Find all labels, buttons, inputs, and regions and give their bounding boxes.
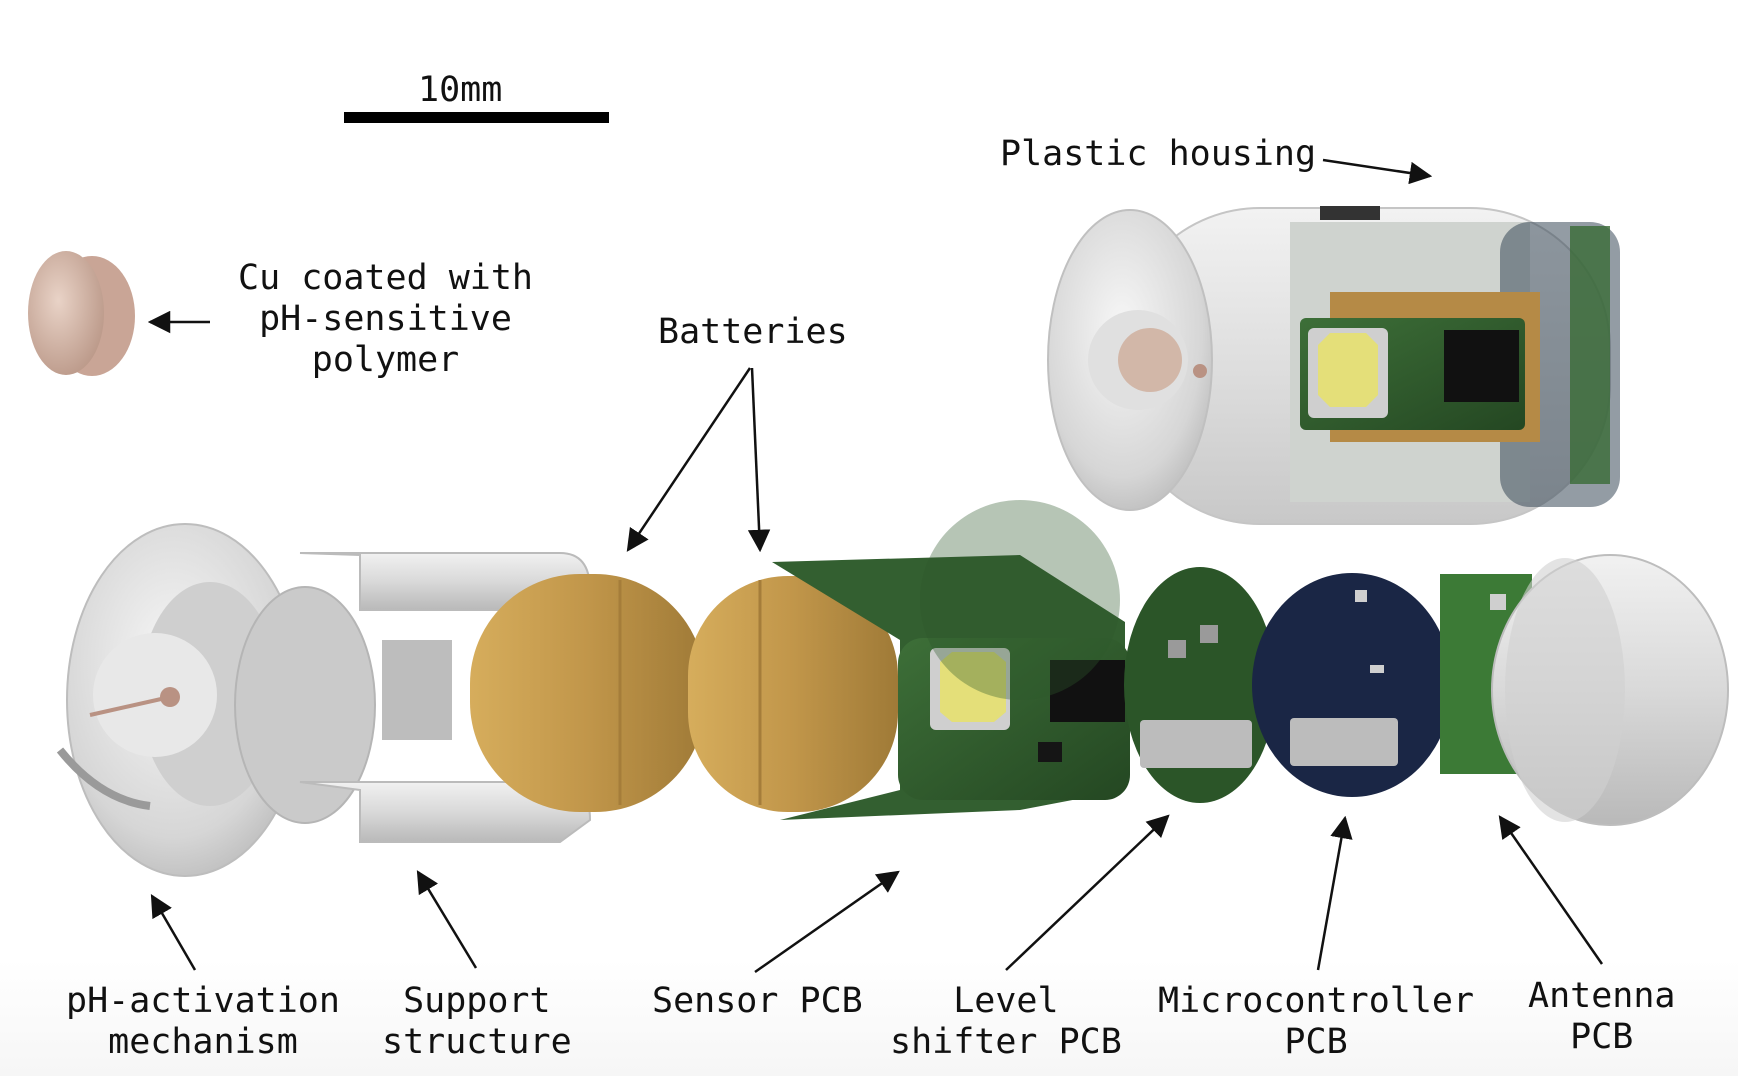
scale-bar: [344, 112, 609, 123]
arrow-plastic-housing: [1322, 158, 1433, 185]
label-level-shifter-line2: shifter PCB: [890, 1022, 1122, 1062]
label-cu-coated-line2: pH-sensitive: [259, 299, 512, 339]
label-ph-activation-line1: pH-activation: [66, 981, 340, 1021]
arrow-battery-2: [747, 367, 771, 553]
label-batteries: Batteries: [658, 312, 848, 352]
copper-disc: [28, 251, 135, 376]
arrow-microcontroller: [1316, 815, 1353, 971]
label-cu-coated-line1: Cu coated with: [238, 258, 534, 298]
sensor-pcb-part: [772, 500, 1130, 820]
label-plastic-housing: Plastic housing: [1000, 134, 1317, 174]
microcontroller-pcb-part: [1252, 573, 1452, 797]
label-microcontroller-line1: Microcontroller: [1158, 981, 1475, 1021]
label-cu-coated-line3: polymer: [311, 340, 460, 380]
arrow-support-structure: [416, 870, 478, 969]
arrow-sensor-pcb: [754, 870, 900, 974]
label-support-structure-line1: Support: [403, 981, 551, 1021]
label-ph-activation-line2: mechanism: [108, 1022, 298, 1062]
leader-arrows: [147, 158, 1604, 974]
assembled-capsule: [1047, 206, 1620, 525]
label-sensor-pcb: Sensor PCB: [652, 981, 863, 1021]
arrow-ph-activation: [150, 894, 197, 971]
scale-bar-label: 10mm: [418, 70, 503, 110]
label-support-structure-line2: structure: [382, 1022, 572, 1062]
label-antenna-line2: PCB: [1570, 1017, 1634, 1057]
label-cu-coated: Cu coated with pH-sensitive polymer: [238, 258, 533, 381]
label-antenna-line1: Antenna: [1528, 976, 1676, 1016]
label-antenna-pcb: Antenna PCB: [1528, 976, 1676, 1058]
battery-1: [470, 574, 705, 812]
arrow-antenna: [1498, 815, 1604, 965]
battery-2: [688, 576, 898, 812]
label-level-shifter-line1: Level: [953, 981, 1059, 1021]
label-microcontroller-line2: PCB: [1284, 1022, 1348, 1062]
arrow-battery-1: [626, 367, 752, 552]
label-microcontroller-pcb: Microcontroller PCB: [1158, 981, 1474, 1063]
label-level-shifter-pcb: Level shifter PCB: [890, 981, 1122, 1063]
arrow-level-shifter: [1005, 814, 1170, 971]
level-shifter-pcb-part: [1124, 567, 1276, 803]
end-cap-part: [1491, 554, 1729, 826]
label-support-structure: Support structure: [382, 981, 572, 1063]
label-ph-activation: pH-activation mechanism: [66, 981, 340, 1063]
